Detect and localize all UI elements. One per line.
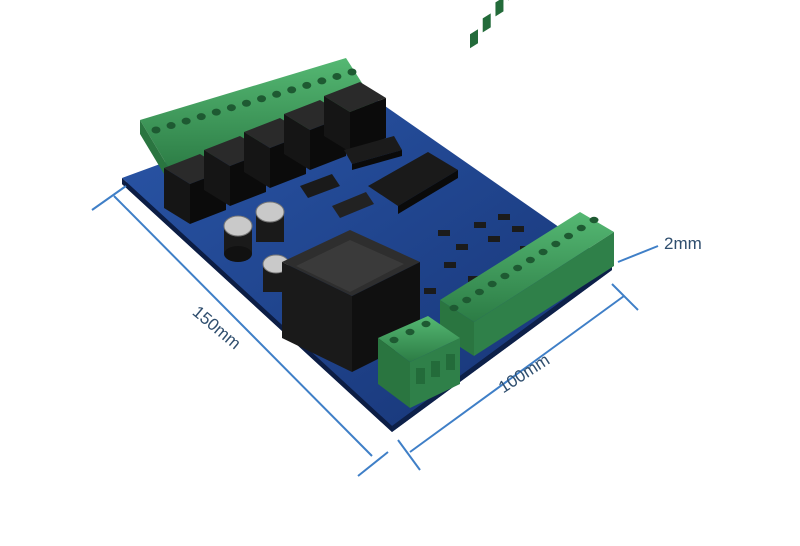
capacitors bbox=[223, 201, 290, 292]
dimension-2mm-line bbox=[617, 245, 659, 263]
terminal-screw bbox=[449, 304, 459, 312]
side-terminal-block bbox=[378, 316, 460, 408]
terminal-opening bbox=[446, 354, 455, 370]
terminal-screw bbox=[500, 272, 510, 280]
terminal-screw bbox=[474, 288, 484, 296]
front-terminal-block bbox=[440, 0, 614, 356]
terminal-opening bbox=[431, 361, 440, 377]
smd-part bbox=[498, 214, 510, 220]
terminal-screw bbox=[487, 280, 497, 288]
regulator-chip bbox=[332, 192, 374, 218]
terminal-opening bbox=[416, 368, 425, 384]
terminal-screw bbox=[564, 232, 574, 240]
terminal-screw bbox=[317, 77, 327, 85]
terminal-screw bbox=[576, 224, 586, 232]
smd-part bbox=[456, 244, 468, 250]
smd-part bbox=[474, 222, 486, 228]
terminal-screw bbox=[551, 240, 561, 248]
smd-part bbox=[488, 236, 500, 242]
terminal-screw bbox=[389, 336, 399, 344]
terminal-screw bbox=[462, 296, 472, 304]
relay-row bbox=[164, 82, 386, 224]
terminal-screw bbox=[538, 248, 548, 256]
terminal-screw bbox=[332, 72, 342, 80]
relay bbox=[324, 82, 386, 152]
thickness-dimension-label: 2mm bbox=[664, 234, 702, 253]
smd-part bbox=[438, 230, 450, 236]
terminal-screw bbox=[166, 122, 176, 130]
terminal-opening bbox=[482, 13, 491, 33]
dimension-100mm-line bbox=[397, 283, 639, 471]
terminal-screw bbox=[211, 108, 221, 116]
terminal-screw bbox=[302, 81, 312, 89]
terminal-screw bbox=[347, 68, 357, 76]
terminal-screw bbox=[287, 86, 297, 94]
terminal-screw bbox=[257, 95, 267, 103]
microcontroller-chip bbox=[368, 152, 458, 214]
terminal-screw bbox=[241, 99, 251, 107]
dip-switch bbox=[344, 136, 402, 170]
terminal-screw bbox=[589, 216, 599, 224]
smd-part bbox=[444, 262, 456, 268]
transformer bbox=[282, 230, 420, 372]
terminal-screw bbox=[405, 328, 415, 336]
dimension-150mm-line bbox=[91, 185, 389, 477]
terminal-screw bbox=[513, 264, 523, 272]
smd-part bbox=[424, 288, 436, 294]
terminal-opening bbox=[495, 0, 504, 17]
top-terminal-block bbox=[140, 58, 378, 184]
terminal-screw bbox=[421, 320, 431, 328]
driver-chip bbox=[300, 174, 340, 198]
terminal-opening bbox=[470, 29, 478, 49]
terminal-screw bbox=[181, 117, 191, 125]
terminal-screw bbox=[525, 256, 535, 264]
relay bbox=[244, 118, 306, 188]
terminal-screw bbox=[151, 126, 161, 134]
terminal-screw bbox=[196, 113, 206, 121]
terminal-screw bbox=[226, 104, 236, 112]
smd-part bbox=[512, 226, 524, 232]
terminal-screw bbox=[272, 90, 282, 98]
